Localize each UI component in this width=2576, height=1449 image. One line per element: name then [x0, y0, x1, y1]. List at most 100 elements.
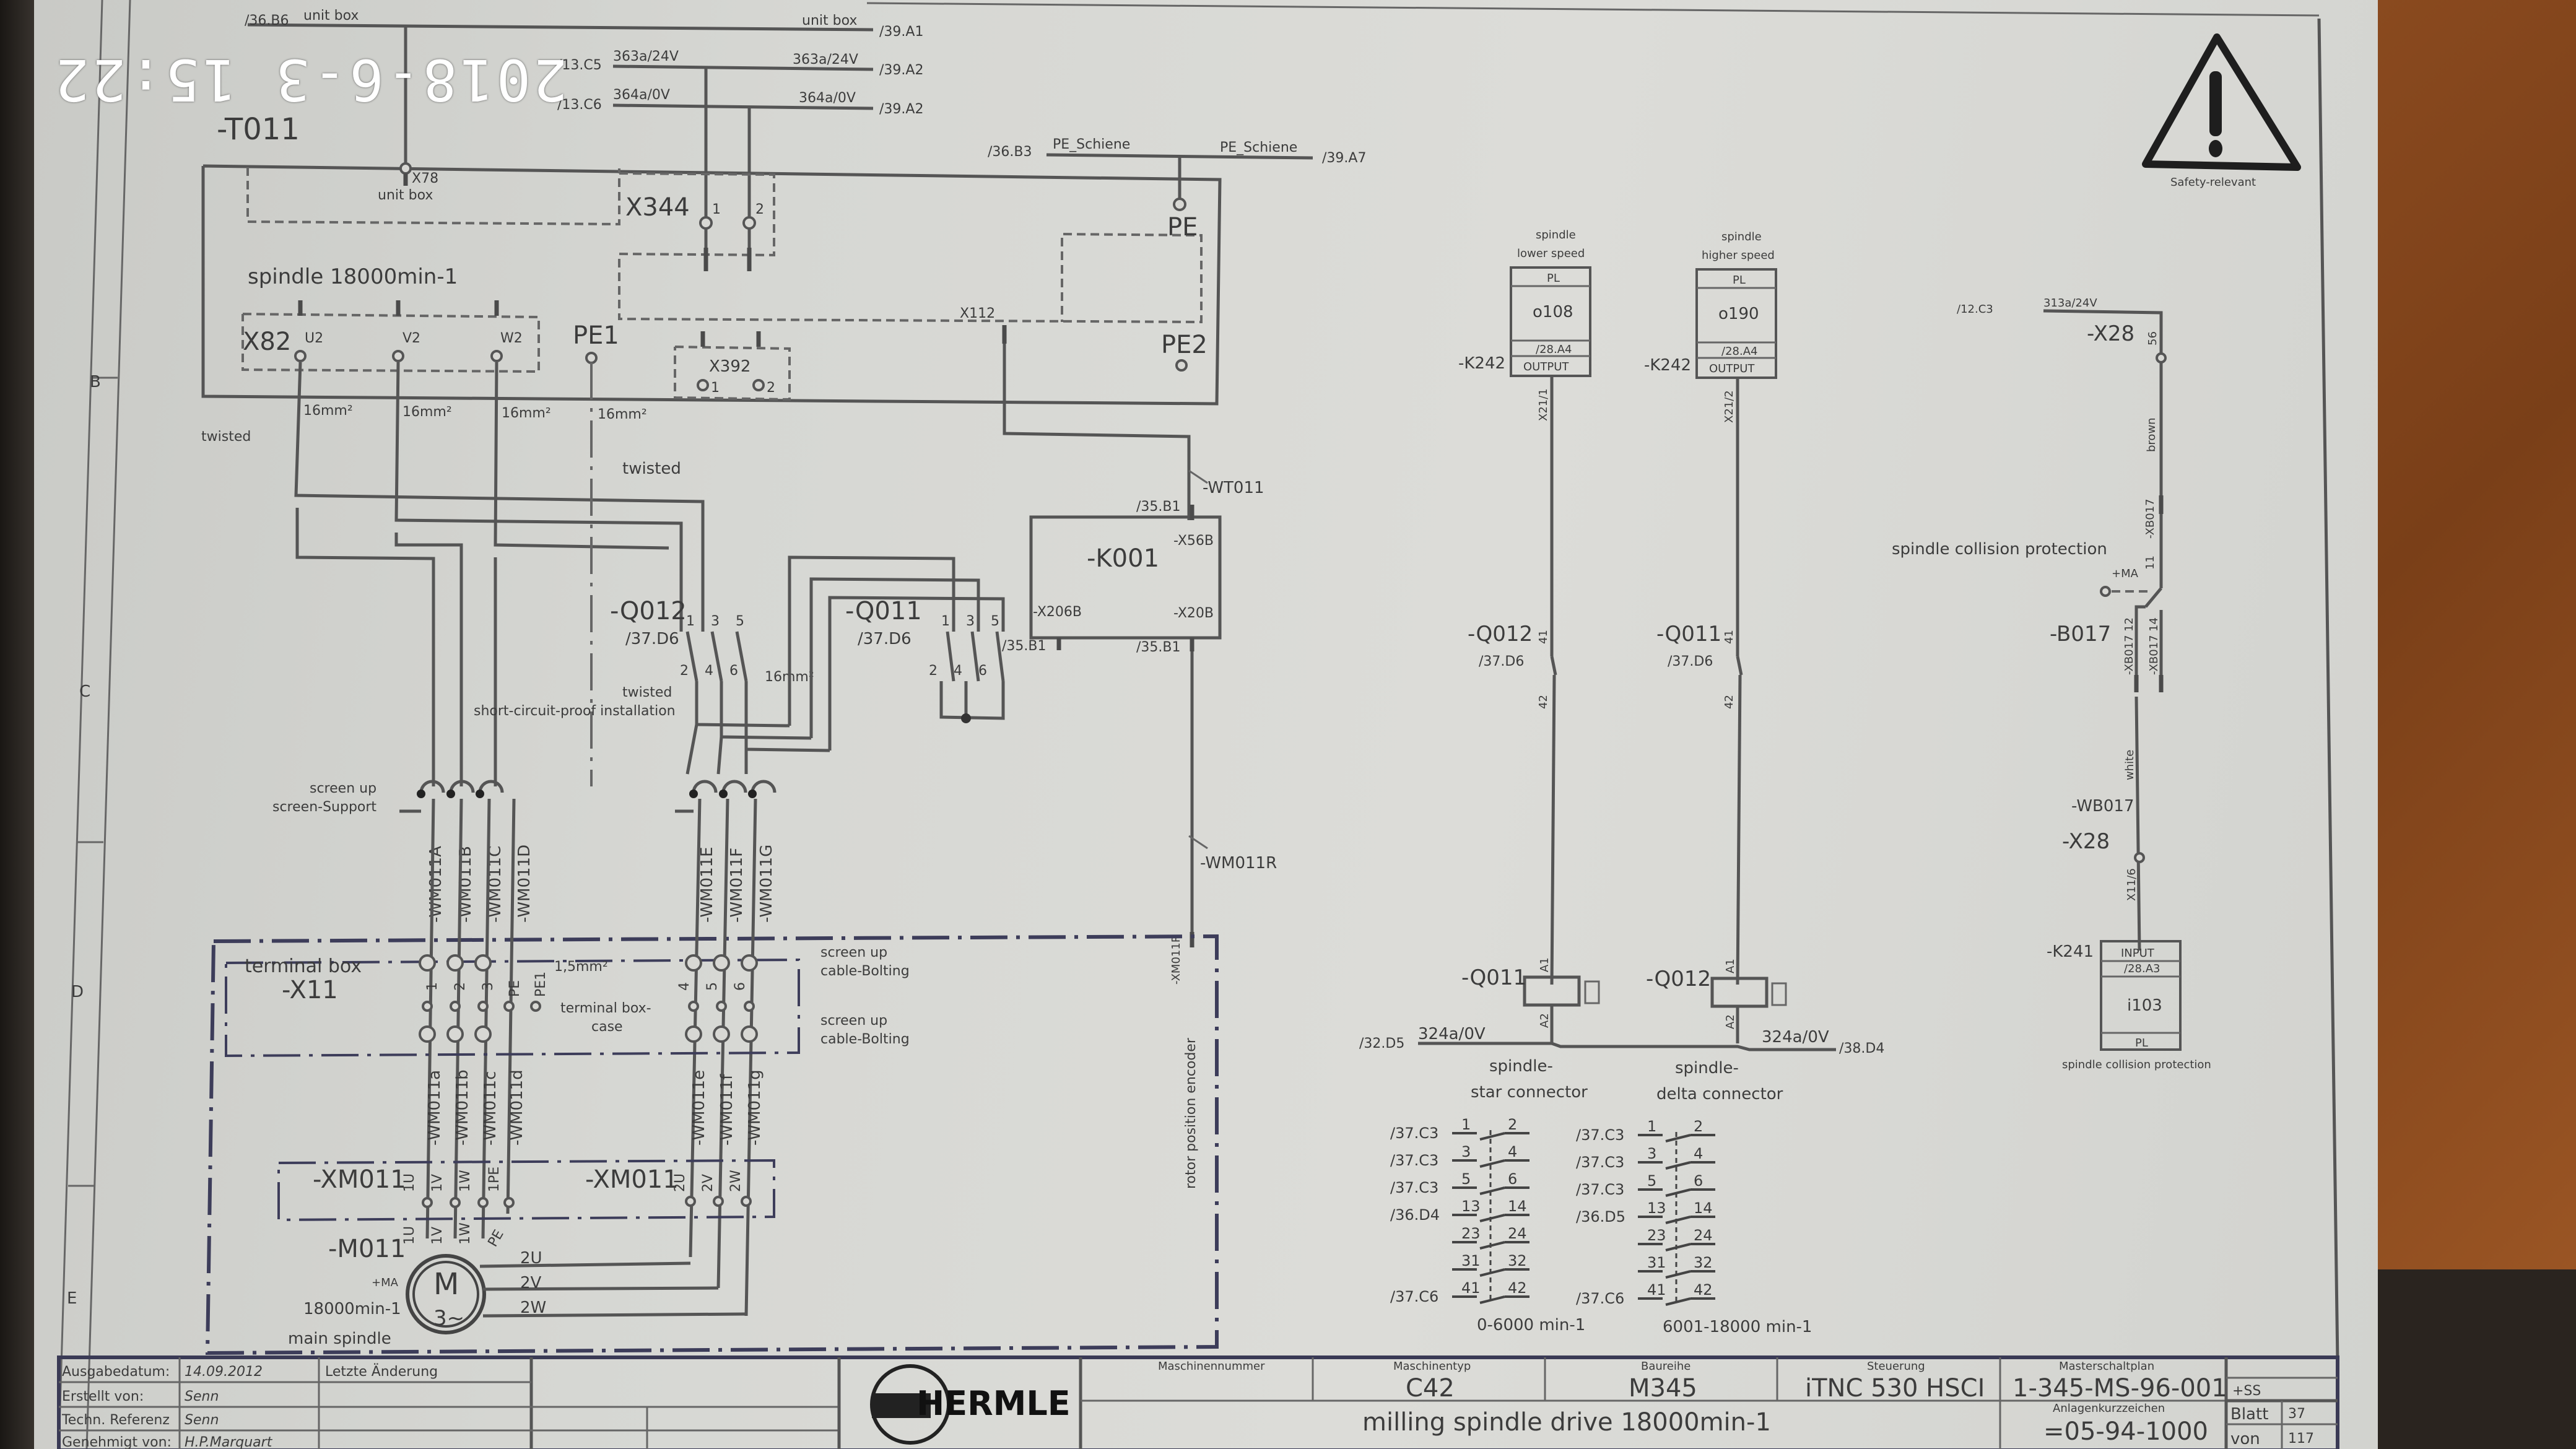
x11-pin: 1 — [425, 982, 440, 991]
contact-pin: 1 — [1461, 1116, 1471, 1133]
plc-output-higher-speed: spindle higher speed PL o190 /28.A4 OUTP… — [1644, 230, 1777, 985]
contact-blade — [1665, 1134, 1691, 1142]
x82-label: X82 — [243, 328, 291, 356]
x344-pin: 1 — [712, 202, 721, 217]
location-label: +MA — [2112, 567, 2139, 580]
contact-pin: 5 — [1647, 1172, 1656, 1190]
cable-label: -WM011c — [481, 1071, 500, 1146]
pe-cross-section: 1,5mm² — [554, 959, 608, 975]
master-plan-label: Masterschaltplan — [2059, 1360, 2154, 1373]
cable-label: -WM011g — [746, 1069, 764, 1146]
contact-pin: 6 — [1694, 1172, 1703, 1190]
k001-x20b: -X20B — [1173, 606, 1214, 621]
cable-label: -WM011e — [690, 1070, 708, 1146]
bus-label: PE_Schiene — [1220, 140, 1297, 155]
xm011-pin: 2W — [728, 1170, 744, 1192]
contact-pin: 23 — [1461, 1225, 1481, 1242]
k241-label: -K241 — [2047, 942, 2094, 961]
t011-unit-box: -T011 X78 unit box X344 1 2 PE spindle 1… — [201, 112, 1222, 406]
io-bottom: PL — [2135, 1037, 2148, 1050]
title-block: Ausgabedatum: 14.09.2012 Letzte Änderung… — [57, 1355, 2339, 1449]
speed-range: 6001-18000 min-1 — [1663, 1318, 1812, 1336]
interlock-pin: 41 — [1723, 630, 1736, 644]
motor-name: main spindle — [288, 1329, 391, 1348]
contact-pin: 42 — [1508, 1279, 1527, 1297]
row-marker-b: B — [90, 373, 101, 391]
sheet-number: 37 — [2288, 1406, 2305, 1422]
xm011-pin: 1V — [430, 1174, 445, 1192]
created-by-label: Erstellt von: — [62, 1389, 144, 1404]
x78-label: X78 — [412, 171, 438, 186]
created-by: Senn — [185, 1389, 219, 1404]
interlock-id: -Q011 — [1656, 622, 1721, 646]
wooden-desk-background — [2372, 0, 2576, 1269]
main-spindle-motor: -M011 1U 1V 1W PE M 3~ +MA 18000min-1 ma… — [288, 1222, 747, 1348]
sheet-frame: B C D E — [58, 0, 2339, 1449]
m011-id: -M011 — [328, 1235, 406, 1263]
supply-label: 313a/24V — [2043, 297, 2097, 310]
t011-id: -T011 — [217, 112, 300, 147]
xb017-label: -XB017 — [2144, 498, 2157, 539]
motor-pin: PE — [485, 1227, 507, 1250]
cable-label: -WM011A — [427, 846, 445, 923]
pin-label: 6 — [978, 663, 987, 679]
photo-timestamp: 2018-6-3 15:22 — [53, 46, 568, 113]
motor-pin-side: 2U — [520, 1249, 542, 1268]
contact-pin: 3 — [1647, 1145, 1656, 1162]
contact-ref: /36.D4 — [1390, 1206, 1440, 1224]
k001-x56b: -X56B — [1173, 533, 1214, 549]
t011-title: spindle 18000min-1 — [248, 264, 458, 289]
hermle-logo: HERMLE — [870, 1364, 1071, 1445]
wb017-label: -WB017 — [2071, 797, 2134, 816]
cable-bolting-label: cable-Bolting — [820, 1032, 910, 1047]
series: M345 — [1629, 1374, 1697, 1403]
xb017-label: -XB017 — [2123, 635, 2136, 675]
bus-ref: /39.A7 — [1322, 150, 1366, 166]
x344-pin: 2 — [755, 202, 764, 217]
interlock-id: -Q012 — [1468, 622, 1533, 646]
bus-ref: /36.B3 — [988, 144, 1032, 160]
terminal-box: terminal box -X11 1 2 3 PE PE1 4 5 6 1,5… — [225, 945, 910, 1058]
cable-label: -WM011f — [718, 1074, 736, 1146]
contact-pin: 14 — [1508, 1198, 1527, 1215]
x11-pin: PE1 — [533, 972, 549, 997]
coil-pin: A2 — [1724, 1014, 1737, 1029]
xm011-left-id: -XM011 — [313, 1165, 406, 1194]
lower-cable-labels: -WM011a -WM011b -WM011c -WM011d -WM011e … — [425, 1069, 764, 1146]
xm011-pin: 2U — [672, 1173, 688, 1192]
x392-label: X392 — [709, 357, 751, 376]
q012-main-id: -Q012 — [610, 597, 687, 625]
collision-protection-circuit: /12.C3 313a/24V -X28 56 brown -XB017 11 … — [1892, 297, 2211, 1071]
x11-pin: 6 — [733, 982, 748, 991]
twisted-label: twisted — [622, 685, 672, 700]
plc-caption: spindle — [1721, 230, 1762, 243]
pin-label: 3 — [966, 614, 975, 629]
contact-pin: 42 — [1694, 1281, 1713, 1299]
k001-ref: /35.B1 — [1002, 638, 1046, 654]
plc-top: PL — [1733, 274, 1746, 287]
pin-label: 2 — [929, 663, 938, 679]
motor-location: +MA — [372, 1276, 399, 1289]
plant-code-label: Anlagenkurzzeichen — [2053, 1402, 2165, 1415]
interlock-pin: 41 — [1537, 630, 1550, 644]
k001-ref: /35.B1 — [1136, 499, 1181, 515]
x82-pin: V2 — [402, 331, 420, 346]
cross-section: 16mm² — [303, 403, 353, 419]
plc-output-name: o108 — [1533, 303, 1573, 321]
pin-label: 6 — [729, 663, 738, 679]
series-label: Baureihe — [1641, 1360, 1690, 1373]
screen-up-label: screen up — [820, 1013, 887, 1029]
motor-pin-side: 2V — [520, 1274, 542, 1292]
contact-ref: /37.C3 — [1390, 1179, 1438, 1196]
control-label: Steuerung — [1867, 1360, 1925, 1373]
plant-code: =05-94-1000 — [2043, 1417, 2208, 1446]
bus-label: 364a/0V — [613, 87, 670, 103]
twisted-label: twisted — [201, 429, 251, 445]
xm011-right-id: -XM011 — [585, 1165, 679, 1194]
x28-label: -X28 — [2087, 321, 2134, 346]
contact-ref: /37.C3 — [1390, 1152, 1438, 1169]
motor-assembly-boundary — [205, 934, 1219, 1355]
plc-caption: lower speed — [1517, 247, 1585, 260]
k001-ref: /35.B1 — [1136, 640, 1181, 655]
